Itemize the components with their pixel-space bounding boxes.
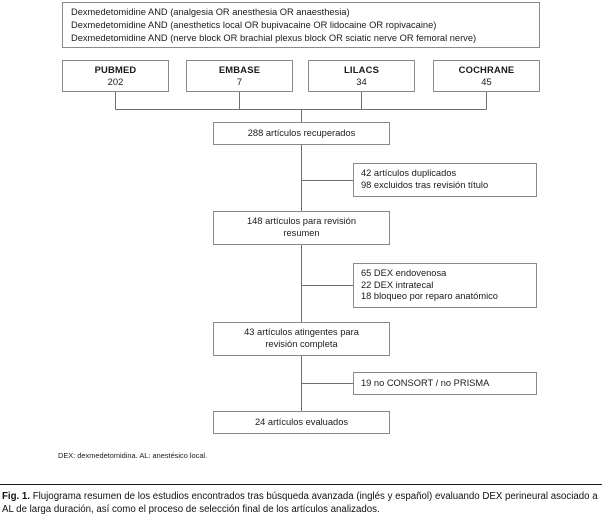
database-box-embase: EMBASE 7: [186, 60, 293, 92]
stage-retrieved-line-1: 288 artículos recuperados: [247, 127, 356, 138]
figure-caption-text: Flujograma resumen de los estudios encon…: [2, 491, 598, 515]
stage-abstract-line-1: 148 artículos para revisión: [246, 216, 357, 227]
exclusion-box-3: 19 no CONSORT / no PRISMA: [353, 372, 537, 395]
stage-box-full-review: 43 artículos atingentes para revisión co…: [213, 322, 390, 356]
exclusion-1-line-1: 42 artículos duplicados: [361, 168, 457, 179]
database-name-embase: EMBASE: [218, 64, 261, 75]
database-box-lilacs: LILACS 34: [308, 60, 415, 92]
exclusion-3-line-1: 19 no CONSORT / no PRISMA: [361, 377, 490, 388]
figure-number-label: Fig. 1.: [2, 491, 30, 502]
database-count-pubmed: 202: [107, 76, 124, 87]
database-box-pubmed: PUBMED 202: [62, 60, 169, 92]
database-name-pubmed: PUBMED: [94, 64, 137, 75]
stage-abstract-line-2: resumen: [283, 228, 320, 238]
caption-divider: [0, 484, 602, 485]
stage-full-line-1: 43 artículos atingentes para: [244, 327, 359, 338]
query-line-3: Dexmedetomidine AND (nerve block OR brac…: [71, 32, 477, 43]
stage-box-abstract-review: 148 artículos para revisión resumen: [213, 211, 390, 245]
exclusion-box-2: 65 DEX endovenosa 22 DEX intratecal 18 b…: [353, 263, 537, 308]
exclusion-1-line-2: 98 excluidos tras revisión título: [361, 180, 489, 190]
exclusion-2-line-2: 22 DEX intratecal: [361, 279, 434, 290]
database-count-embase: 7: [236, 76, 243, 87]
database-count-lilacs: 34: [356, 76, 367, 87]
exclusion-2-line-1: 65 DEX endovenosa: [361, 268, 447, 279]
stage-box-evaluated: 24 artículos evaluados: [213, 411, 390, 434]
query-line-2: Dexmedetomidine AND (anesthetics local O…: [71, 19, 437, 30]
database-name-cochrane: COCHRANE: [458, 64, 515, 75]
exclusion-2-line-3: 18 bloqueo por reparo anatómico: [361, 291, 498, 302]
stage-box-retrieved: 288 artículos recuperados: [213, 122, 390, 145]
stage-evaluated-line-1: 24 artículos evaluados: [254, 416, 349, 427]
query-line-1: Dexmedetomidine AND (analgesia OR anesth…: [71, 6, 350, 17]
database-box-cochrane: COCHRANE 45: [433, 60, 540, 92]
database-name-lilacs: LILACS: [343, 64, 380, 75]
figure-footnote: DEX: dexmedetomidina. AL: anestésico loc…: [58, 451, 208, 460]
stage-full-line-2: revisión completa: [265, 339, 338, 349]
search-query-box: Dexmedetomidine AND (analgesia OR anesth…: [62, 2, 540, 48]
exclusion-box-1: 42 artículos duplicados 98 excluidos tra…: [353, 163, 537, 197]
database-count-cochrane: 45: [481, 76, 492, 87]
figure-caption: Fig. 1. Flujograma resumen de los estudi…: [2, 491, 600, 516]
